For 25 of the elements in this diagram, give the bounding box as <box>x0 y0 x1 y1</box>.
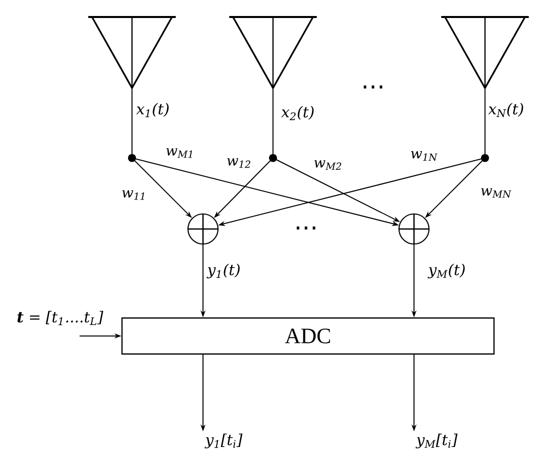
edge-label: x$_{1}$(t) <box>135 102 171 118</box>
antenna-symbol <box>229 16 317 90</box>
edge-label: w$_{MN}$ <box>479 187 513 199</box>
edge-label: y$_{1}$(t) <box>206 262 242 280</box>
process-box: ADC <box>121 317 495 355</box>
antenna-symbol <box>88 16 176 90</box>
edge-label: w$_{12}$ <box>226 157 252 169</box>
summing-junction <box>398 213 430 245</box>
signal-label: y$_{M}$[t$_{i}$] <box>416 434 458 448</box>
antenna-symbol <box>441 16 529 90</box>
edge-label: t = [t$_{1}$....t$_{L}$] <box>16 310 104 326</box>
signal-label: y$_{1}$[t$_{i}$] <box>204 434 242 448</box>
junction-dot <box>269 154 277 162</box>
junction-dot <box>481 154 489 162</box>
edge-label: w$_{11}$ <box>120 189 148 201</box>
edge-label: w$_{M1}$ <box>164 147 196 159</box>
edge-label: w$_{M2}$ <box>312 159 344 171</box>
ellipsis: ⋯ <box>296 226 316 230</box>
edge-label: w$_{1N}$ <box>409 150 439 162</box>
junction-dot <box>128 154 136 162</box>
ellipsis: ⋯ <box>364 86 382 88</box>
edge-label: y$_{M}$(t) <box>427 262 467 280</box>
edge-label: x$_{N}$(t) <box>487 102 526 118</box>
edge-label: x$_{2}$(t) <box>280 104 316 122</box>
summing-junction <box>187 213 219 245</box>
